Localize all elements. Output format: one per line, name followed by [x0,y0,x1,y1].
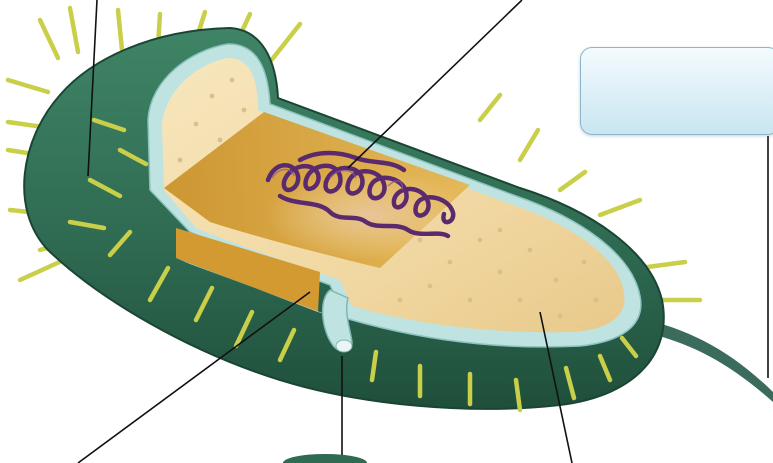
label-blob-bottom [283,454,367,463]
label-box [580,47,773,135]
leader-line-nucleoid [348,0,522,168]
